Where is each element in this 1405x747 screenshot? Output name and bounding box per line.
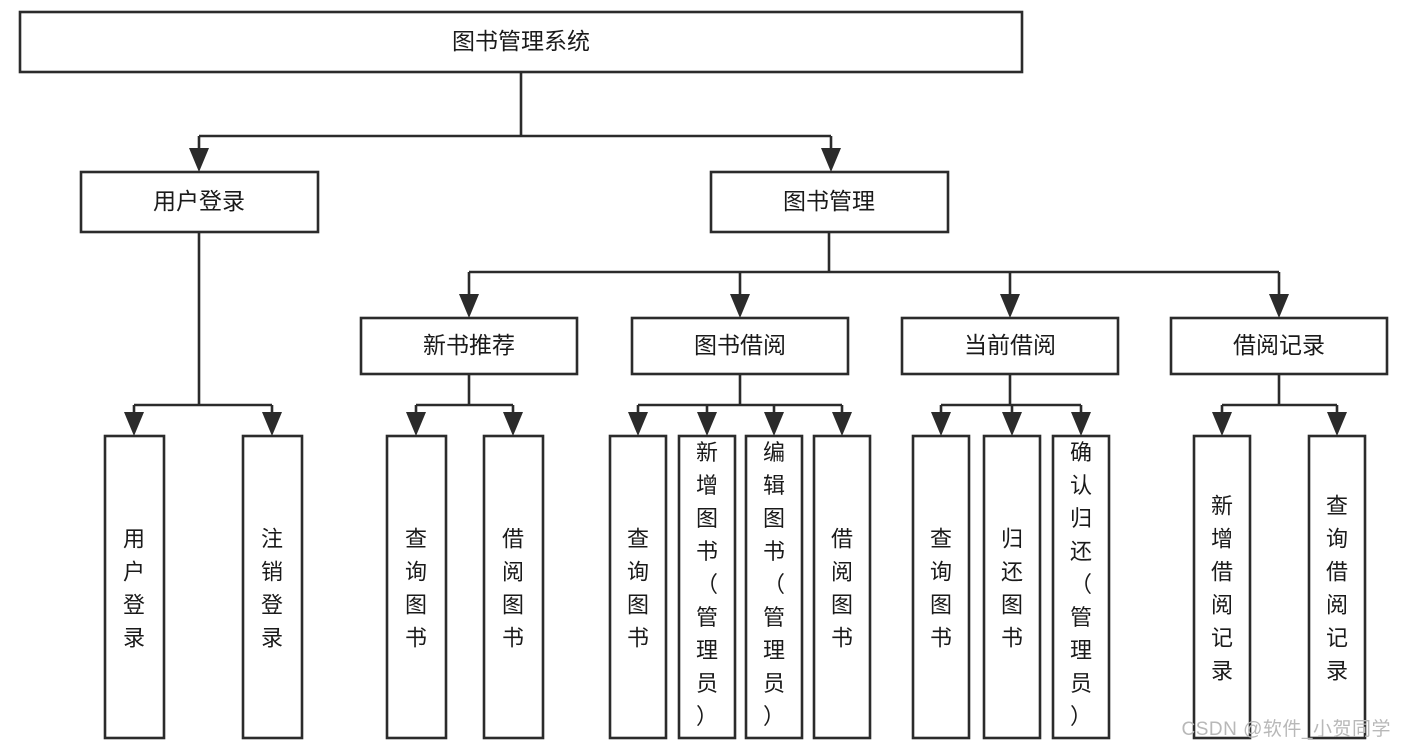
current-borrow-box[interactable] (900, 316, 1120, 376)
root-label: 图书管理系统 (452, 28, 590, 54)
arrow-to-leaf-ul-1-head (262, 412, 282, 436)
leaf-label-edit-book: 编辑图书（管理员） (763, 440, 785, 729)
leaf-box-query-book-3[interactable] (911, 434, 971, 740)
leaf-label-confirm-return: 确认归还（管理员） (1070, 440, 1092, 729)
new-book-recommend-box[interactable] (359, 316, 579, 376)
leaf-label-return-book: 归还图书 (1001, 527, 1023, 651)
node-book-management[interactable]: 图书管理 (709, 170, 950, 234)
arrow-to-leaf-nbr-1-head (503, 412, 523, 436)
leaf-label-user-login: 用户登录 (123, 527, 145, 651)
user-login-box[interactable] (79, 170, 320, 234)
arrow-to-book-management-head (821, 148, 841, 172)
arrow-to-leaf-br-0-head (1212, 412, 1232, 436)
arrow-to-level3-0-head (459, 294, 479, 318)
leaf-node[interactable]: 确认归还（管理员） (1051, 434, 1111, 740)
leaf-node[interactable]: 借阅图书 (812, 434, 872, 740)
leaf-box-add-book[interactable] (677, 434, 737, 740)
leaf-node[interactable]: 用户登录 (103, 434, 166, 740)
leaf-box-logout[interactable] (241, 434, 304, 740)
node-borrow-record[interactable]: 借阅记录 (1169, 316, 1389, 376)
leaf-label-borrow-book-2: 借阅图书 (831, 527, 853, 651)
leaf-box-query-record[interactable] (1307, 434, 1367, 740)
leaf-label-query-record: 查询借阅记录 (1326, 494, 1348, 684)
leaf-node[interactable]: 归还图书 (982, 434, 1042, 740)
leaf-label-add-record: 新增借阅记录 (1211, 494, 1233, 684)
arrow-to-level3-1-head (730, 294, 750, 318)
leaf-box-borrow-book-1[interactable] (482, 434, 545, 740)
arrow-to-leaf-bb-2-head (764, 412, 784, 436)
current-borrow-label: 当前借阅 (964, 332, 1056, 358)
leaf-label-query-book-2: 查询图书 (627, 527, 649, 651)
user-login-label: 用户登录 (153, 188, 245, 214)
node-root[interactable]: 图书管理系统 (18, 10, 1024, 74)
arrow-to-leaf-bb-1-head (697, 412, 717, 436)
root-box[interactable] (18, 10, 1024, 74)
leaf-box-add-record[interactable] (1192, 434, 1252, 740)
leaf-box-user-login[interactable] (103, 434, 166, 740)
arrow-to-leaf-br-1-head (1327, 412, 1347, 436)
node-new-book-recommend[interactable]: 新书推荐 (359, 316, 579, 376)
arrow-to-leaf-bb-0-head (628, 412, 648, 436)
leaf-box-return-book[interactable] (982, 434, 1042, 740)
arrow-to-user-login-head (189, 148, 209, 172)
arrow-to-level3-2-head (1000, 294, 1020, 318)
leaf-box-query-book-2[interactable] (608, 434, 668, 740)
arrow-to-leaf-cb-0-head (931, 412, 951, 436)
node-book-borrow[interactable]: 图书借阅 (630, 316, 850, 376)
leaf-node[interactable]: 编辑图书（管理员） (744, 434, 804, 740)
leaf-box-edit-book[interactable] (744, 434, 804, 740)
book-borrow-label: 图书借阅 (694, 332, 786, 358)
connector-layer (124, 72, 1347, 436)
leaf-node[interactable]: 借阅图书 (482, 434, 545, 740)
leaf-node[interactable]: 新增图书（管理员） (677, 434, 737, 740)
leaf-label-logout: 注销登录 (261, 527, 283, 651)
borrow-record-label: 借阅记录 (1233, 332, 1325, 358)
arrow-to-leaf-cb-1-head (1002, 412, 1022, 436)
leaf-label-borrow-book-1: 借阅图书 (502, 527, 524, 651)
borrow-record-box[interactable] (1169, 316, 1389, 376)
arrow-to-leaf-bb-3-head (832, 412, 852, 436)
leaf-node[interactable]: 查询借阅记录 (1307, 434, 1367, 740)
book-management-label: 图书管理 (783, 188, 875, 214)
leaf-node[interactable]: 新增借阅记录 (1192, 434, 1252, 740)
leaf-box-confirm-return[interactable] (1051, 434, 1111, 740)
leaf-label-query-book-3: 查询图书 (930, 527, 952, 651)
leaf-label-add-book: 新增图书（管理员） (696, 440, 718, 729)
book-management-box[interactable] (709, 170, 950, 234)
node-user-login[interactable]: 用户登录 (79, 170, 320, 234)
leaf-node[interactable]: 注销登录 (241, 434, 304, 740)
leaf-box-query-book-1[interactable] (385, 434, 448, 740)
node-current-borrow[interactable]: 当前借阅 (900, 316, 1120, 376)
leaf-node[interactable]: 查询图书 (911, 434, 971, 740)
arrow-to-level3-3-head (1269, 294, 1289, 318)
arrow-to-leaf-nbr-0-head (406, 412, 426, 436)
new-book-recommend-label: 新书推荐 (423, 332, 515, 358)
arrow-to-leaf-cb-2-head (1071, 412, 1091, 436)
leaf-box-borrow-book-2[interactable] (812, 434, 872, 740)
arrow-to-leaf-ul-0-head (124, 412, 144, 436)
leaf-node[interactable]: 查询图书 (385, 434, 448, 740)
leaf-node[interactable]: 查询图书 (608, 434, 668, 740)
book-borrow-box[interactable] (630, 316, 850, 376)
leaf-label-query-book-1: 查询图书 (405, 527, 427, 651)
